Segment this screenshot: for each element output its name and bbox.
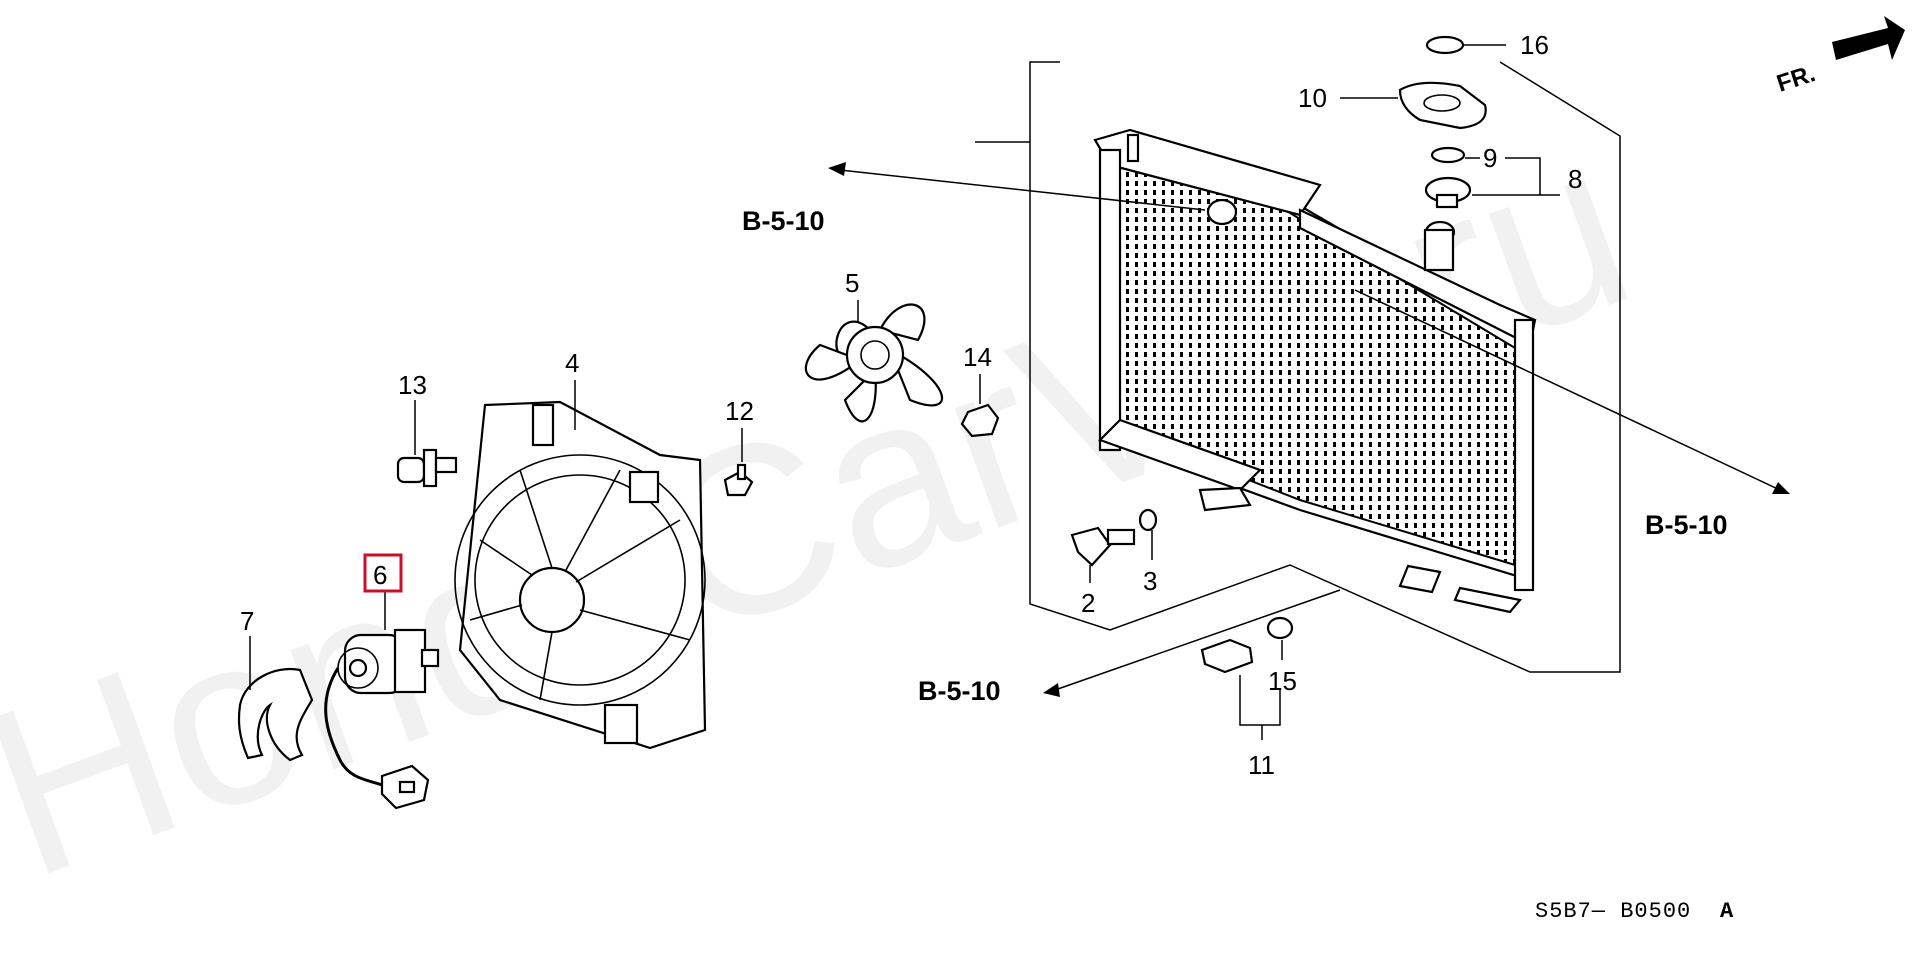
front-arrow-icon [1832,16,1905,60]
reference-right-middle: B-5-10 [1645,510,1728,540]
callout-16: 16 [1520,30,1549,60]
part-4-fan-shroud: 4 [454,348,707,750]
part-11-thermo-switch: 11 15 [1200,616,1297,780]
part-14-nut: 14 [960,342,1000,438]
radiator-assembly-bracket [1029,61,1621,673]
callout-9: 9 [1483,143,1497,173]
reference-leaders: B-5-10 B-5-10 B-5-10 [742,162,1790,706]
reference-left-upper: B-5-10 [742,206,825,236]
callout-7: 7 [240,606,254,636]
callout-6[interactable]: 6 [373,560,387,590]
callout-15: 15 [1268,666,1297,696]
part-5-fan-blade: 5 [804,268,943,423]
part-12-bolt: 12 [723,396,754,497]
radiator [1093,128,1537,614]
callout-10: 10 [1298,83,1327,113]
drawing-code: S5B7— B0500 [1535,899,1691,924]
callout-2: 2 [1081,588,1095,618]
callout-5: 5 [845,268,859,298]
part-3-washer: 3 [1138,508,1157,596]
part-7-clip: 7 [237,606,314,762]
part-2-drain-plug: 2 [1070,526,1136,618]
part-16-seal: 16 [1425,30,1549,60]
front-direction-indicator: FR. [1774,16,1905,98]
highlight-box [363,553,403,593]
callout-11: 11 [1248,750,1275,780]
callout-12: 12 [725,396,754,426]
part-8-radiator-cap: 8 [1424,157,1582,209]
callout-3: 3 [1143,566,1157,596]
callout-14: 14 [963,342,992,372]
drawing-suffix: A [1720,899,1734,924]
reference-bottom-center: B-5-10 [918,676,1001,706]
part-6-fan-motor: 6 [324,553,440,810]
part-13-bolt: 13 [396,370,458,488]
callout-13: 13 [398,370,427,400]
callout-8: 8 [1568,164,1582,194]
part-10-cap-cover: 10 [1298,81,1487,130]
part-9-washer: 9 [1430,143,1497,173]
callout-4: 4 [565,348,579,378]
front-direction-label: FR. [1774,60,1819,98]
